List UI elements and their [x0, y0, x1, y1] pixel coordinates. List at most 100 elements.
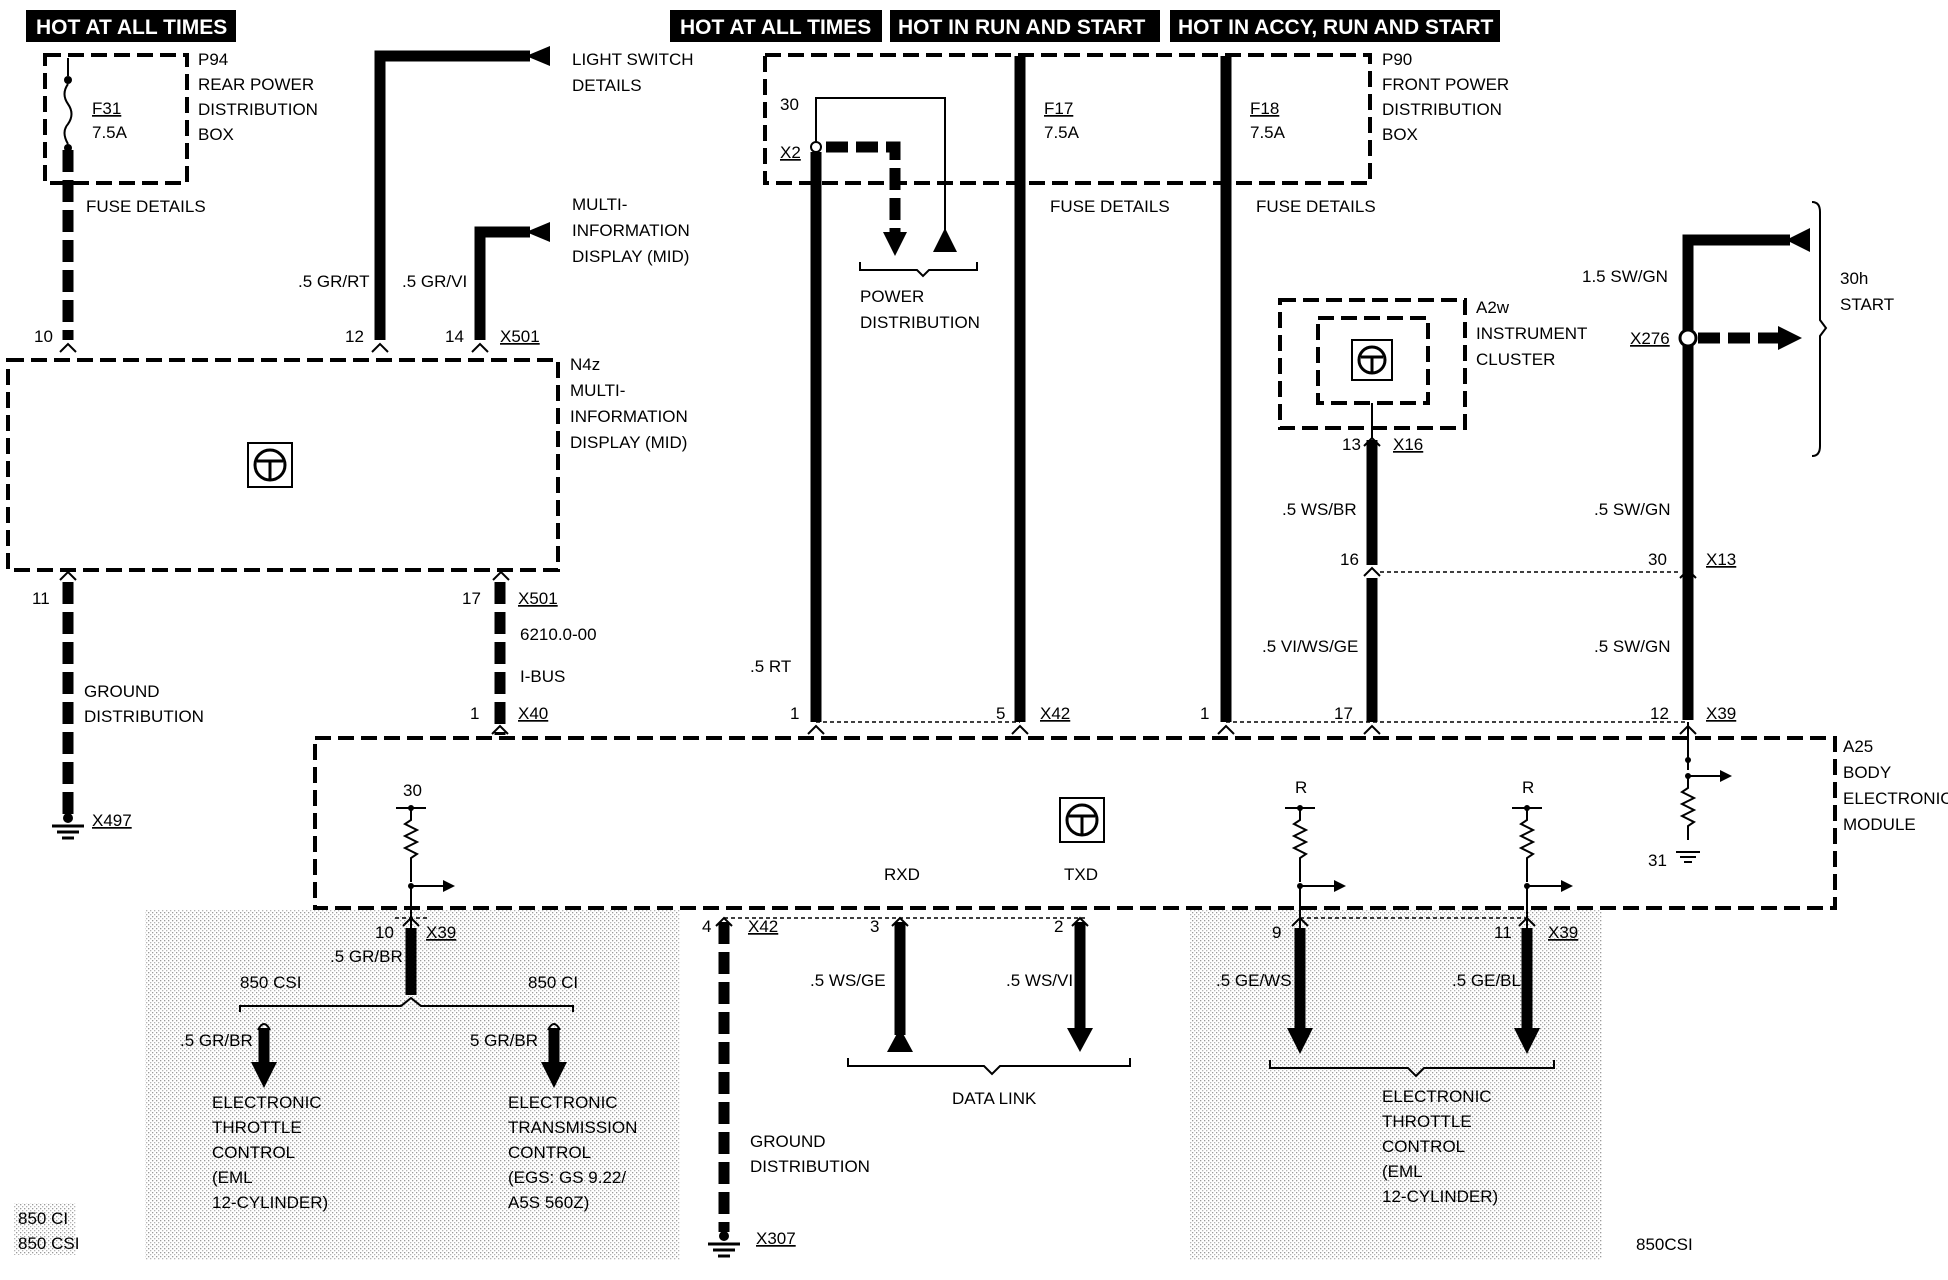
svg-text:MULTI-: MULTI-: [572, 195, 627, 214]
x276-splice: [1678, 328, 1698, 348]
power-distribution-up-arrow: [933, 228, 957, 252]
wire-label-sw-gn-15: 1.5 SW/GN: [1582, 267, 1668, 286]
header-hot-all-times-left: HOT AT ALL TIMES: [26, 10, 236, 42]
connector-x501-top: X501: [500, 327, 540, 346]
ground-symbol-x497: [52, 813, 84, 840]
svg-text:DISTRIBUTION: DISTRIBUTION: [860, 313, 980, 332]
pin-14: 14: [445, 327, 464, 346]
arrow-txd: [1067, 1028, 1093, 1052]
light-switch-arrow: [526, 46, 550, 66]
wire-label-vi-ws-ge: .5 VI/WS/GE: [1262, 637, 1358, 656]
pin-9: 9: [1272, 923, 1281, 942]
svg-text:DETAILS: DETAILS: [572, 76, 642, 95]
wire-gr-vi: [474, 226, 530, 340]
wire-label-sw-gn-a: .5 SW/GN: [1594, 500, 1671, 519]
wire-power-distribution-out: [826, 141, 901, 232]
svg-text:ELECTRONIC: ELECTRONIC: [1382, 1087, 1492, 1106]
wire-label-gr-br-a: .5 GR/BR: [330, 947, 403, 966]
wire-label-gr-br-b: .5 GR/BR: [180, 1031, 253, 1050]
svg-text:ELECTRONIC: ELECTRONIC: [212, 1093, 322, 1112]
pin-1-accy: 1: [1200, 704, 1209, 723]
connector-x16: X16: [1393, 435, 1423, 454]
svg-text:CONTROL: CONTROL: [212, 1143, 295, 1162]
wire-label-gr-br-c: 5 GR/BR: [470, 1031, 538, 1050]
power-distribution-down-arrow: [883, 232, 907, 256]
f31-name: F31: [92, 99, 121, 118]
header-hot-accy-run-start: HOT IN ACCY, RUN AND START: [1170, 10, 1500, 42]
svg-text:CONTROL: CONTROL: [508, 1143, 591, 1162]
svg-text:INFORMATION: INFORMATION: [570, 407, 688, 426]
connector-x39-right: X39: [1548, 923, 1578, 942]
connector-x501-bottom: X501: [518, 589, 558, 608]
variant-split-brace: [239, 996, 574, 1012]
connector-x13: X13: [1706, 550, 1736, 569]
wire-label-gr-vi: .5 GR/VI: [402, 272, 467, 291]
connector-x497: X497: [92, 811, 132, 830]
pin-10-x39: 10: [375, 923, 394, 942]
pin-31: 31: [1648, 851, 1667, 870]
f17-rating: 7.5A: [1044, 123, 1080, 142]
start-30h-arrow: [1786, 228, 1810, 252]
svg-text:BODY: BODY: [1843, 763, 1891, 782]
a25-module-icon: [1059, 797, 1105, 843]
f17-name: F17: [1044, 99, 1073, 118]
start-30h-ref: 30h START: [1840, 269, 1894, 314]
p90-label: P90 FRONT POWER DISTRIBUTION BOX: [1382, 50, 1509, 144]
pin-r-left: R: [1295, 778, 1307, 797]
svg-text:CONTROL: CONTROL: [1382, 1137, 1465, 1156]
x2-terminal: [810, 141, 822, 153]
pin-chevrons-a25-top: [491, 724, 1697, 735]
svg-text:BOX: BOX: [1382, 125, 1418, 144]
svg-text:BOX: BOX: [198, 125, 234, 144]
svg-text:12-CYLINDER): 12-CYLINDER): [212, 1193, 328, 1212]
wire-label-sw-gn-b: .5 SW/GN: [1594, 637, 1671, 656]
pin-r-right: R: [1522, 778, 1534, 797]
fuse-details-f18: FUSE DETAILS: [1256, 197, 1376, 216]
mid-ref: MULTI- INFORMATION DISPLAY (MID): [572, 195, 690, 266]
f18-rating: 7.5A: [1250, 123, 1286, 142]
arrow-ge-ws: [1287, 1028, 1313, 1054]
ground-distribution-left: GROUND DISTRIBUTION: [84, 682, 204, 726]
n4z-module-box: [6, 358, 560, 572]
pin-12: 12: [345, 327, 364, 346]
pin-11: 11: [32, 589, 50, 608]
svg-text:START: START: [1840, 295, 1894, 314]
header-hot-run-start: HOT IN RUN AND START: [890, 10, 1160, 42]
n4z-label: N4z MULTI- INFORMATION DISPLAY (MID): [570, 355, 688, 452]
svg-text:MULTI-: MULTI-: [570, 381, 625, 400]
svg-text:30h: 30h: [1840, 269, 1868, 288]
light-switch-ref: LIGHT SWITCH DETAILS: [572, 50, 694, 95]
svg-text:A2w: A2w: [1476, 298, 1510, 317]
wire-sw-gn-start: [1682, 234, 1790, 720]
wire-label-rt: .5 RT: [750, 657, 791, 676]
fuse-details-f31: FUSE DETAILS: [86, 197, 206, 216]
pin-16: 16: [1340, 550, 1359, 569]
svg-text:N4z: N4z: [570, 355, 600, 374]
svg-text:(EML: (EML: [1382, 1162, 1423, 1181]
header-hot-all-times-mid: HOT AT ALL TIMES: [670, 10, 882, 42]
a2w-label: A2w INSTRUMENT CLUSTER: [1476, 298, 1587, 369]
resistor-30: [396, 805, 455, 928]
p90-box: [763, 53, 1372, 185]
a25-module-box: [313, 736, 1837, 910]
a25-label: A25 BODY ELECTRONICS MODULE: [1843, 737, 1948, 834]
svg-text:GROUND: GROUND: [750, 1132, 826, 1151]
pin-30-x13: 30: [1648, 550, 1667, 569]
svg-text:850 CI: 850 CI: [18, 1209, 68, 1228]
arrow-egs: [541, 1062, 567, 1088]
resistor-r-right: [1512, 805, 1573, 928]
wire-label-ge-ws: .5 GE/WS: [1216, 971, 1292, 990]
svg-text:DISPLAY (MID): DISPLAY (MID): [570, 433, 687, 452]
pin-chevron-16: [1363, 566, 1381, 577]
connector-x39-left: X39: [426, 923, 456, 942]
pin-5-x42: 5: [996, 704, 1005, 723]
connector-x276: X276: [1630, 329, 1670, 348]
wire-gr-rt: [374, 50, 530, 340]
pin-11-x39: 11: [1494, 923, 1512, 942]
pin-1-x40: 1: [470, 704, 479, 723]
svg-text:HOT IN RUN AND START: HOT IN RUN AND START: [898, 16, 1145, 39]
svg-text:REAR POWER: REAR POWER: [198, 75, 314, 94]
svg-text:HOT AT ALL TIMES: HOT AT ALL TIMES: [680, 16, 871, 39]
corner-variant-left: 850 CI 850 CSI: [14, 1203, 79, 1255]
